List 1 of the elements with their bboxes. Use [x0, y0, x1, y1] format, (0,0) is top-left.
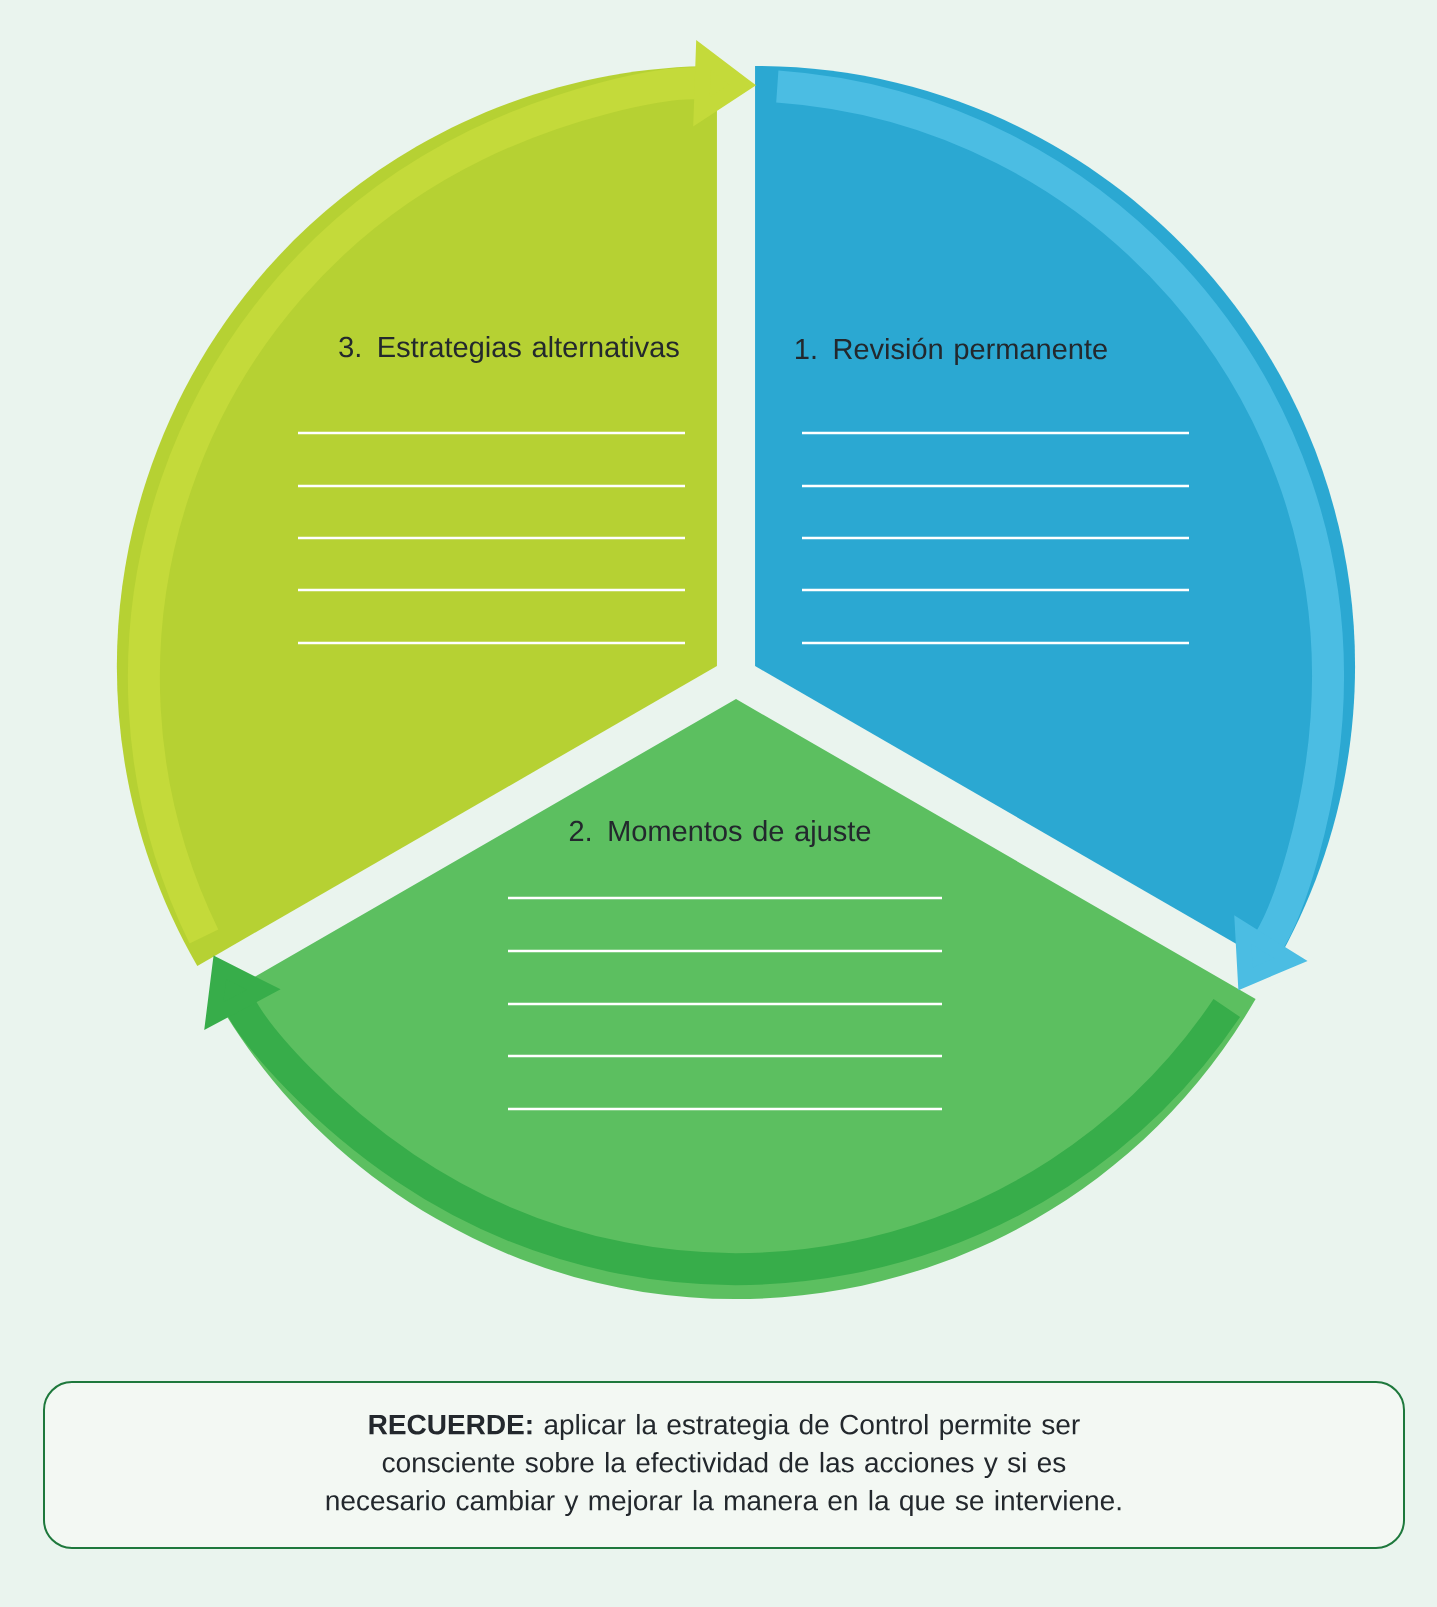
note-box: RECUERDE: aplicar la estrategia de Control permite ser consciente sobre la efectividad de las acciones y si es necesario cambiar y mejorar la manera en la que se interviene.: [43, 1381, 1405, 1549]
